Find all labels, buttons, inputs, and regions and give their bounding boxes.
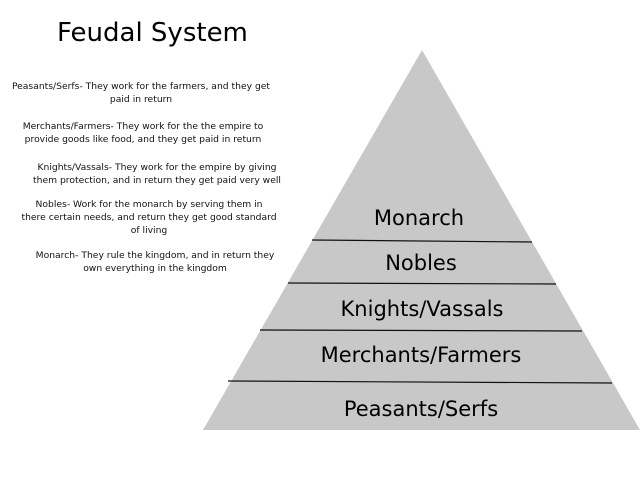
description-line: of living <box>130 225 168 236</box>
description-line: them protection, and in return they get … <box>33 175 281 186</box>
description-merchants: Merchants/Farmers- They work for the the… <box>12 120 274 146</box>
description-line: provide goods like food, and they get pa… <box>24 134 262 145</box>
tier-divider <box>259 329 583 332</box>
description-knights: Knights/Vassals- They work for the empir… <box>26 161 288 187</box>
tier-divider <box>287 282 557 285</box>
tier-divider <box>227 380 613 384</box>
description-line: Peasants/Serfs- They work for the farmer… <box>11 81 271 92</box>
description-line: Merchants/Farmers- They work for the the… <box>22 121 264 132</box>
tier-label-nobles: Nobles <box>385 251 457 275</box>
description-line: there certain needs, and return they get… <box>21 212 277 223</box>
description-line: Monarch- They rule the kingdom, and in r… <box>35 250 275 261</box>
page-title: Feudal System <box>57 18 248 48</box>
description-monarch: Monarch- They rule the kingdom, and in r… <box>24 249 286 275</box>
description-peasants: Peasants/Serfs- They work for the farmer… <box>10 80 272 106</box>
tier-label-knights: Knights/Vassals <box>341 297 504 321</box>
description-line: own everything in the kingdom <box>83 263 227 274</box>
description-nobles: Nobles- Work for the monarch by serving … <box>18 198 280 237</box>
pyramid-shape <box>203 50 640 430</box>
description-line: Knights/Vassals- They work for the empir… <box>37 162 277 173</box>
description-line: Nobles- Work for the monarch by serving … <box>35 199 263 210</box>
description-line: paid in return <box>109 94 173 105</box>
tier-label-monarch: Monarch <box>374 206 464 230</box>
tier-label-peasants: Peasants/Serfs <box>344 397 498 421</box>
tier-divider <box>311 239 533 243</box>
tier-label-merchants: Merchants/Farmers <box>321 343 522 367</box>
